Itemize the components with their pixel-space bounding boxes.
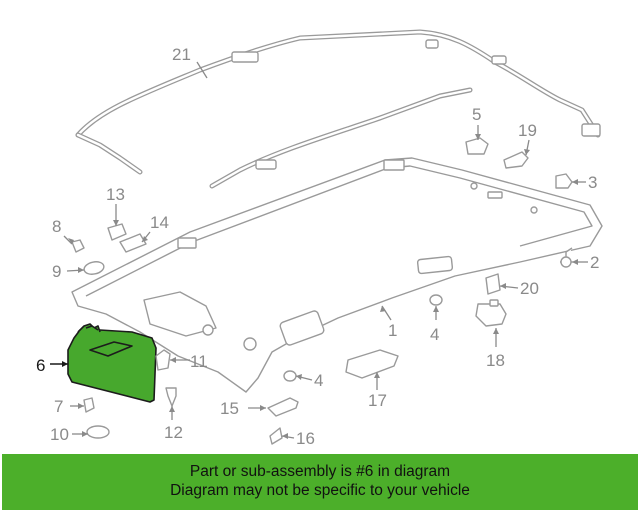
- fastener-2: [560, 247, 573, 268]
- callout-8: 8: [52, 217, 61, 236]
- clip-8: [71, 239, 85, 253]
- clip-20: [485, 273, 501, 295]
- wiring-harness-21: [75, 29, 601, 189]
- dome-lamp-18: [475, 299, 507, 327]
- nut-3: [555, 173, 573, 189]
- banner-line-2: Diagram may not be specific to your vehi…: [170, 482, 470, 499]
- sun-visor-6: [67, 323, 157, 403]
- callout-15: 15: [220, 399, 239, 418]
- bracket-13: [107, 223, 127, 241]
- grommet-4-lower: [283, 370, 297, 382]
- bracket-5: [465, 137, 489, 155]
- callout-11: 11: [190, 352, 208, 371]
- callout-4-lower: 4: [314, 371, 323, 390]
- callout-1: 1: [388, 321, 397, 340]
- clip-11: [155, 349, 171, 371]
- lamp-17: [345, 349, 399, 379]
- screw-16: [269, 427, 283, 445]
- screw-12: [165, 387, 177, 407]
- banner-line-1: Part or sub-assembly is #6 in diagram: [189, 463, 451, 480]
- arrowheads: [62, 134, 578, 439]
- callout-21: 21: [172, 45, 191, 64]
- callout-4-upper: 4: [430, 325, 439, 344]
- callout-3: 3: [588, 173, 597, 192]
- callout-6: 6: [36, 356, 45, 375]
- screw-7: [83, 397, 95, 413]
- callout-20: 20: [520, 279, 539, 298]
- callout-17: 17: [368, 391, 387, 410]
- callout-10: 10: [50, 425, 69, 444]
- callout-18: 18: [486, 351, 505, 370]
- grab-handle-15: [267, 397, 299, 417]
- clip-19: [503, 151, 529, 169]
- callout-14: 14: [150, 213, 169, 232]
- callout-5: 5: [472, 105, 481, 124]
- callout-7: 7: [54, 397, 63, 416]
- cap-10: [86, 425, 110, 439]
- info-banner: Part or sub-assembly is #6 in diagram Di…: [2, 454, 638, 510]
- callout-2: 2: [590, 253, 599, 272]
- callout-13: 13: [106, 185, 125, 204]
- clip-9: [83, 261, 105, 275]
- callout-labels: 21 5 19 3 2 20 1 4 18 17 4 15 16 11 12 7…: [36, 45, 599, 448]
- bracket-14: [119, 233, 147, 253]
- grommet-4-upper: [429, 294, 443, 306]
- callout-9: 9: [52, 262, 61, 281]
- headliner-1: [71, 157, 603, 393]
- callout-19: 19: [518, 121, 537, 140]
- callout-12: 12: [164, 423, 183, 442]
- callout-16: 16: [296, 429, 315, 448]
